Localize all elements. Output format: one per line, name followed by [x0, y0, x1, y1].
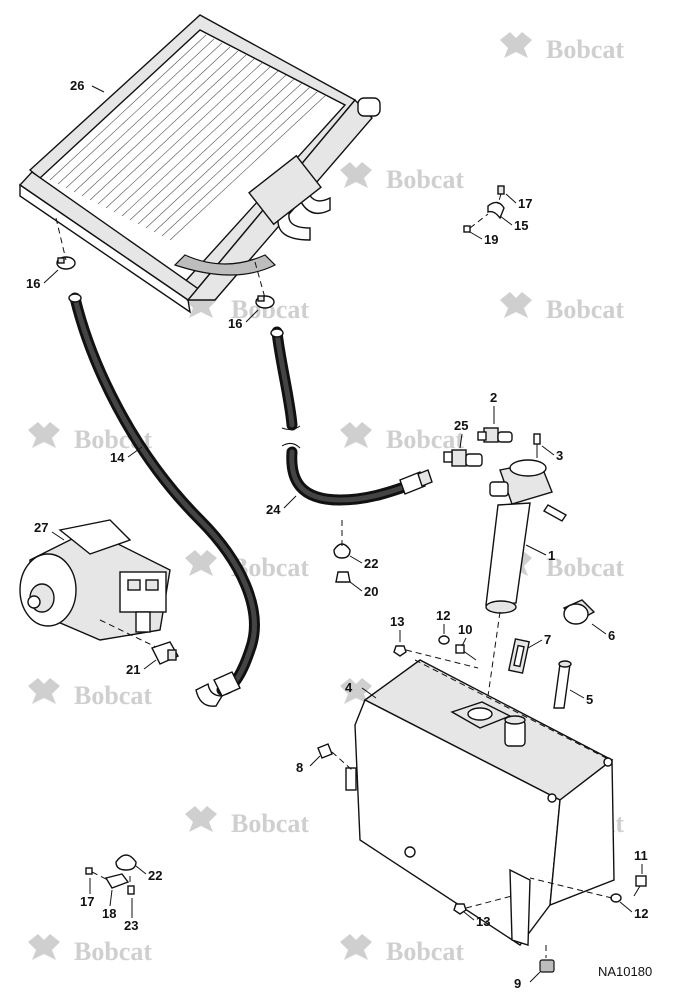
callout-10: 10	[458, 622, 472, 637]
callout-1: 1	[548, 548, 555, 563]
callout-16: 16	[228, 316, 242, 331]
washer-12-upper: 12	[436, 608, 450, 645]
nut-13-upper: 13	[390, 614, 479, 669]
sight-gauge-7: 7	[507, 632, 551, 674]
drain-plug-9: 9	[514, 945, 555, 991]
oil-cooler: 26	[18, 14, 381, 314]
bobcat-logo-icon	[28, 934, 60, 960]
callout-26: 26	[70, 78, 84, 93]
callout-22: 22	[148, 868, 162, 883]
callout-16: 16	[26, 276, 40, 291]
bobcat-logo-icon	[500, 32, 532, 58]
bobcat-logo-icon	[340, 422, 372, 448]
callout-8: 8	[296, 760, 303, 775]
hydraulic-tank-4: 4	[345, 659, 615, 946]
callout-18: 18	[102, 906, 116, 921]
watermark: Bobcat	[340, 162, 464, 194]
bolt-11: 11	[633, 848, 648, 897]
callout-13: 13	[390, 614, 404, 629]
fitting-25: 25	[443, 418, 483, 467]
callout-11: 11	[634, 848, 648, 863]
bobcat-logo-icon	[28, 422, 60, 448]
fitting-21: 21	[126, 641, 179, 677]
watermark: Bobcat	[500, 292, 624, 324]
bobcat-logo-icon	[185, 806, 217, 832]
plug-8: 8	[296, 743, 353, 775]
clamp-15: 17 15 19	[463, 185, 532, 247]
clamp-22-upper: 22 20	[333, 520, 378, 599]
clamp-22-lower: 22 17 18 23	[80, 854, 162, 933]
watermark-text: Bobcat	[546, 553, 624, 582]
callout-24: 24	[266, 502, 281, 517]
callout-4: 4	[345, 680, 353, 695]
callout-14: 14	[110, 450, 125, 465]
callout-21: 21	[126, 662, 140, 677]
callout-9: 9	[514, 976, 521, 991]
watermark: Bobcat	[500, 32, 624, 64]
hose-24: 24	[266, 326, 433, 517]
watermark-text: Bobcat	[231, 809, 309, 838]
filler-cap-6: 6	[562, 599, 615, 643]
callout-27: 27	[34, 520, 48, 535]
bobcat-logo-icon	[340, 162, 372, 188]
callout-20: 20	[364, 584, 378, 599]
hose-14: 14	[68, 292, 260, 707]
callout-17: 17	[518, 196, 532, 211]
callout-17: 17	[80, 894, 94, 909]
watermark-text: Bobcat	[74, 681, 152, 710]
watermark: Bobcat	[340, 422, 464, 454]
watermark: Bobcat	[185, 806, 309, 838]
callout-12: 12	[436, 608, 450, 623]
watermark: Bobcat	[340, 934, 464, 966]
callout-19: 19	[484, 232, 498, 247]
hose-clamp-16-right: 16	[228, 261, 275, 331]
callout-3: 3	[556, 448, 563, 463]
callout-23: 23	[124, 918, 138, 933]
callout-12: 12	[634, 906, 648, 921]
bobcat-logo-icon	[340, 934, 372, 960]
fitting-2: 2	[477, 390, 513, 443]
hydraulic-filter-1: 1	[485, 459, 568, 711]
callout-13: 13	[476, 914, 490, 929]
callout-15: 15	[514, 218, 528, 233]
callout-22: 22	[364, 556, 378, 571]
bobcat-logo-icon	[185, 550, 217, 576]
watermark-text: Bobcat	[386, 165, 464, 194]
watermark-text: Bobcat	[546, 35, 624, 64]
bobcat-logo-icon	[340, 678, 372, 704]
bolt-3: 3	[533, 433, 563, 463]
watermark-text: Bobcat	[386, 937, 464, 966]
watermark-text: Bobcat	[386, 425, 464, 454]
hose-clamp-16-left: 16	[26, 217, 76, 291]
watermark: Bobcat	[28, 934, 152, 966]
callout-6: 6	[608, 628, 615, 643]
bobcat-logo-icon	[28, 678, 60, 704]
strainer-5: 5	[553, 660, 593, 709]
watermark-text: Bobcat	[74, 937, 152, 966]
callout-7: 7	[544, 632, 551, 647]
drawing-number: NA10180	[598, 964, 652, 979]
washer-12-lower: 12	[529, 877, 648, 921]
bobcat-logo-icon	[500, 292, 532, 318]
bolt-10: 10	[455, 622, 477, 661]
callout-25: 25	[454, 418, 468, 433]
watermark: Bobcat	[28, 678, 152, 710]
callout-5: 5	[586, 692, 593, 707]
hydraulic-pump-27: 27	[19, 519, 171, 649]
watermark-text: Bobcat	[546, 295, 624, 324]
nut-13-lower: 13	[453, 895, 513, 929]
callout-2: 2	[490, 390, 497, 405]
radiator-fins	[49, 34, 327, 241]
